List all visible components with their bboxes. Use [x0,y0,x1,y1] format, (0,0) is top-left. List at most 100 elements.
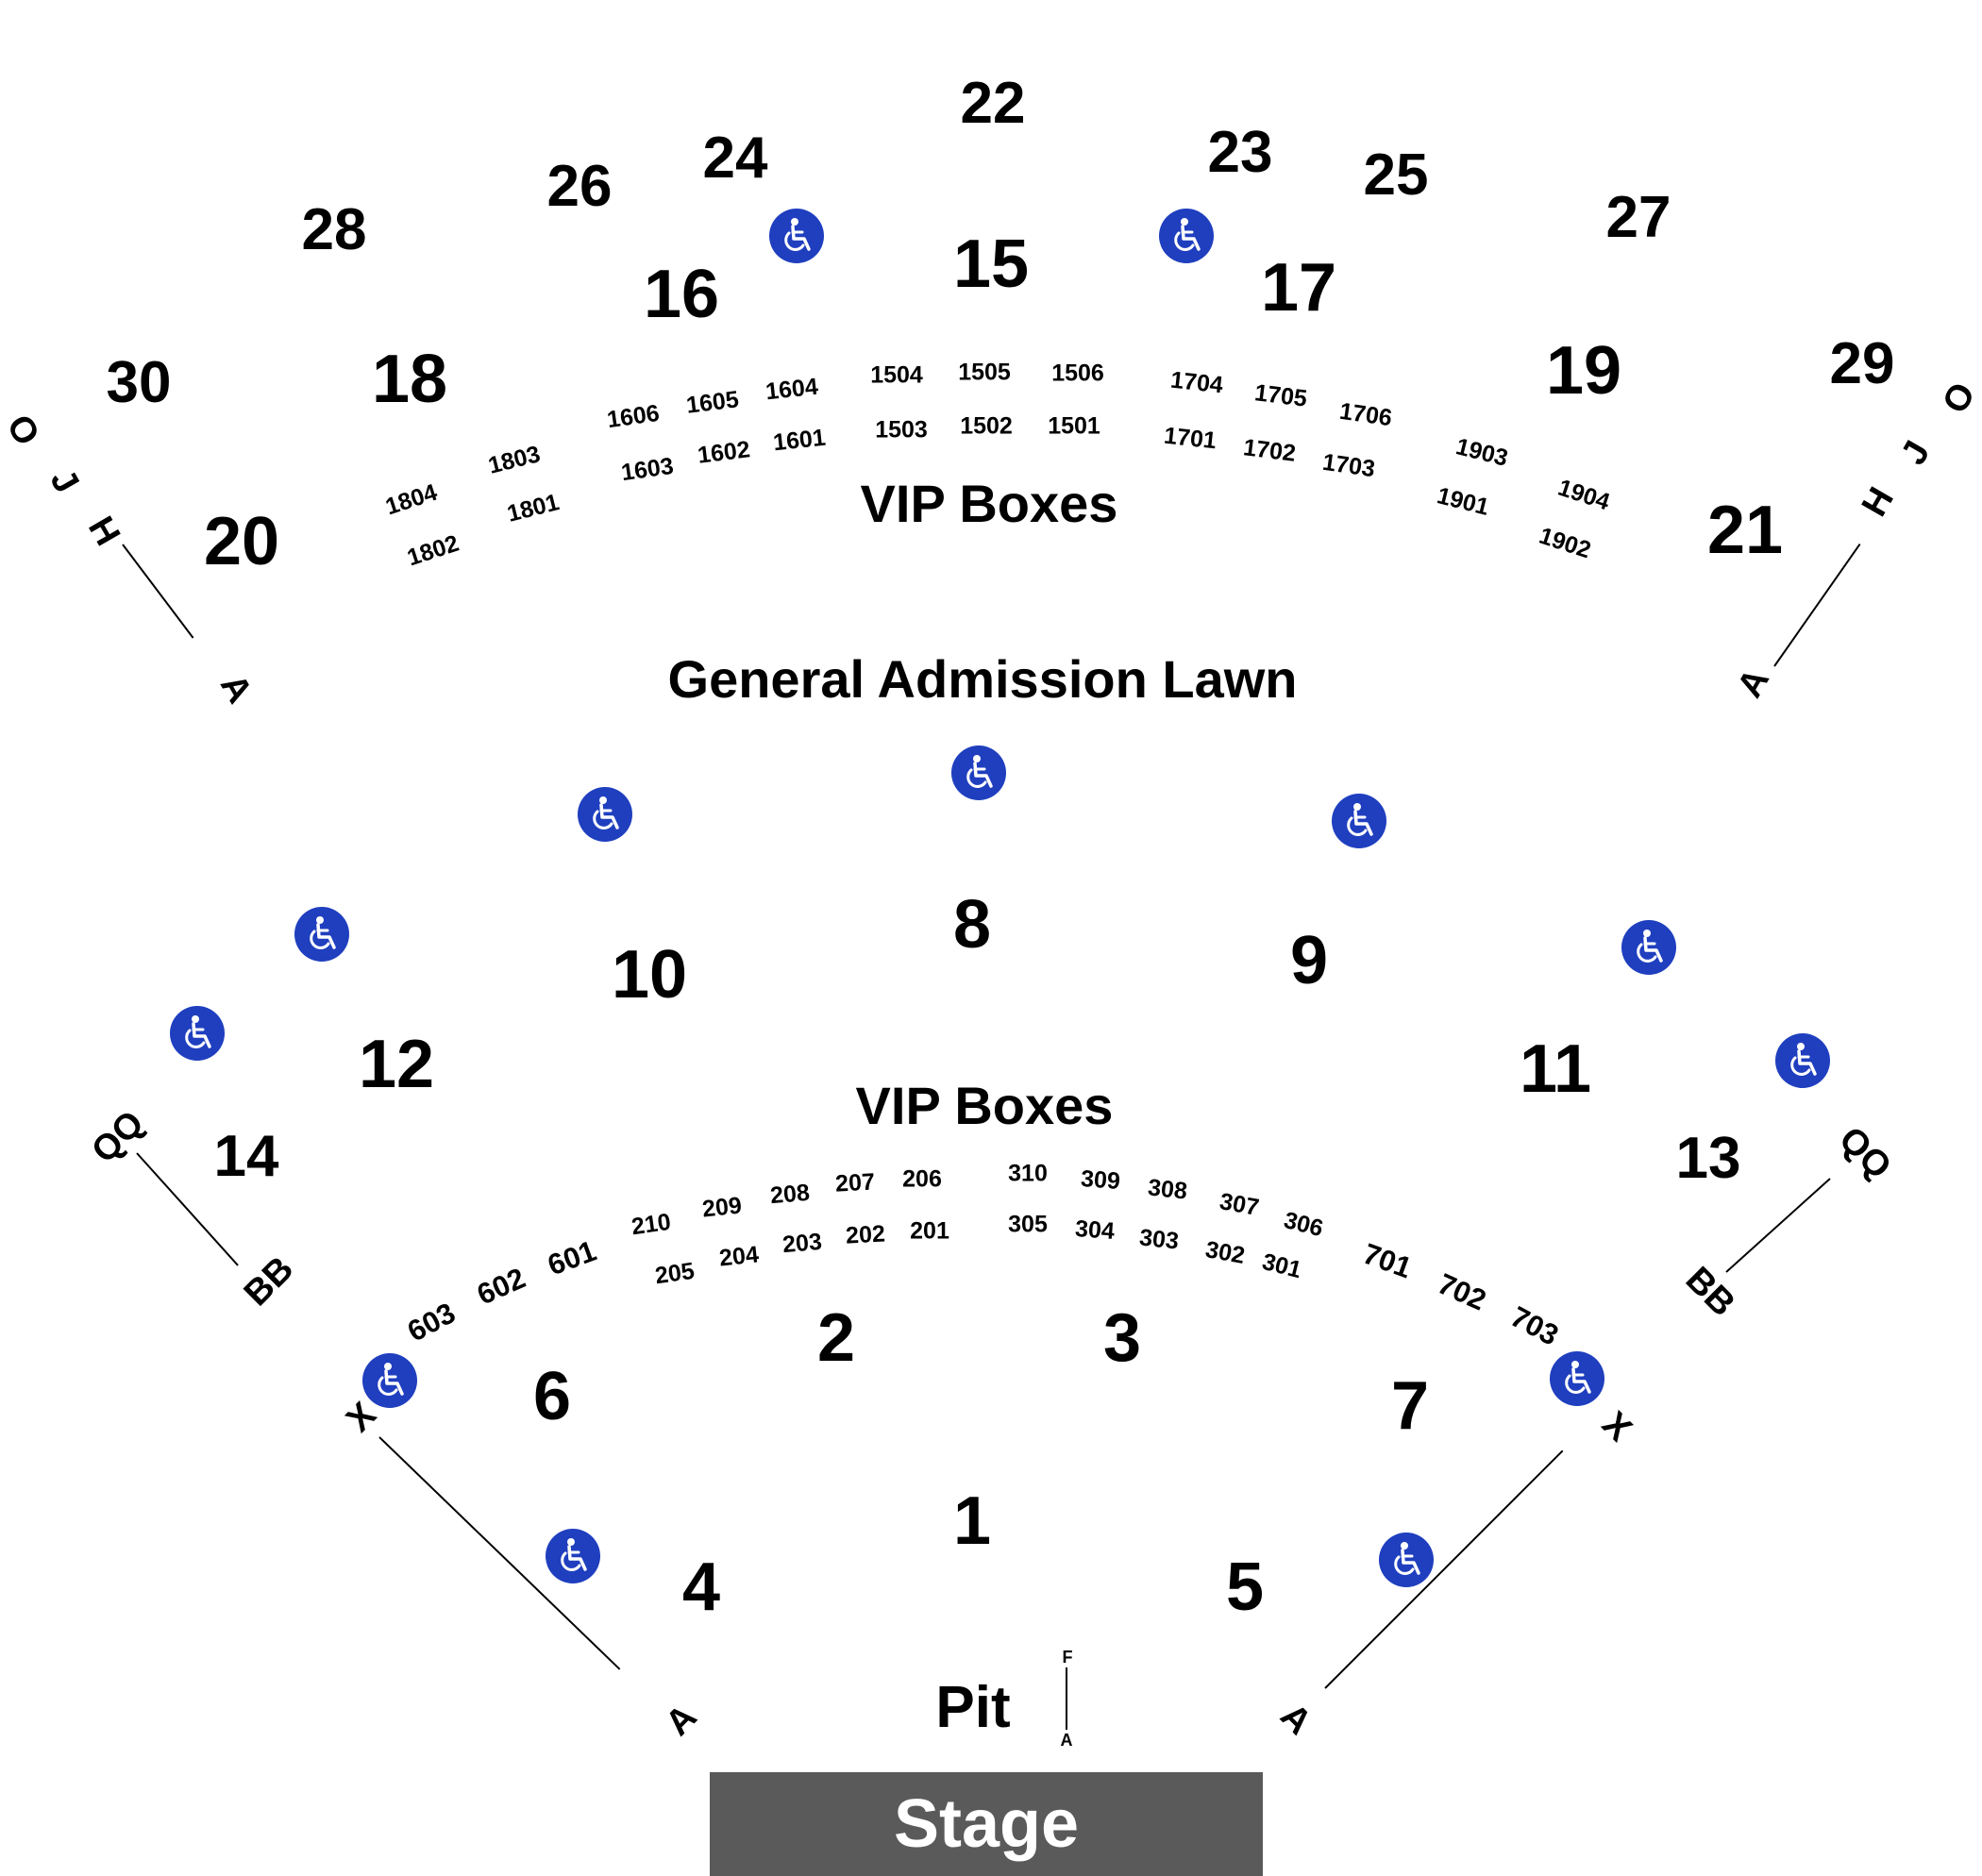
row-label-left-bb: BB [236,1248,302,1315]
vip-box-1605[interactable]: 1605 [684,386,741,419]
vip-box-207[interactable]: 207 [834,1168,876,1198]
wheelchair-icon [951,745,1006,800]
vip-box-603[interactable]: 603 [401,1296,462,1348]
section-23[interactable]: 23 [1207,120,1273,185]
vip-box-1502[interactable]: 1502 [960,412,1013,440]
vip-box-304[interactable]: 304 [1074,1215,1116,1245]
section-16[interactable]: 16 [643,257,720,332]
vip-box-702[interactable]: 702 [1433,1266,1491,1317]
vip-box-1804[interactable]: 1804 [382,478,441,521]
stage-label: Stage [893,1786,1080,1862]
section-19[interactable]: 19 [1545,333,1622,409]
pit-label[interactable]: Pit [935,1675,1011,1740]
vip-box-208[interactable]: 208 [768,1179,811,1210]
general-admission-lawn-label[interactable]: General Admission Lawn [667,649,1298,709]
vip-box-1703[interactable]: 1703 [1320,448,1377,483]
vip-box-310[interactable]: 310 [1008,1160,1048,1187]
section-5[interactable]: 5 [1225,1549,1265,1625]
vip-box-1604[interactable]: 1604 [764,373,820,406]
vip-box-602[interactable]: 602 [472,1261,530,1312]
section-27[interactable]: 27 [1605,185,1671,250]
vip-box-1506[interactable]: 1506 [1051,360,1104,387]
wheelchair-icon [1550,1351,1604,1406]
section-24[interactable]: 24 [702,126,768,191]
row-label-left-a-lower: A [658,1697,705,1744]
vip-box-209[interactable]: 209 [700,1192,744,1223]
row-label-right-x: X [1594,1404,1639,1449]
section-29[interactable]: 29 [1829,331,1895,396]
vip-box-1504[interactable]: 1504 [870,361,923,389]
section-2[interactable]: 2 [816,1300,856,1376]
vip-box-307[interactable]: 307 [1218,1188,1262,1221]
section-1[interactable]: 1 [952,1483,992,1559]
vip-box-305[interactable]: 305 [1008,1211,1048,1238]
section-26[interactable]: 26 [546,154,613,219]
vip-box-206[interactable]: 206 [902,1165,942,1193]
section-28[interactable]: 28 [301,197,367,262]
vip-box-1901[interactable]: 1901 [1434,482,1492,521]
section-15[interactable]: 15 [952,226,1030,302]
section-11[interactable]: 11 [1519,1031,1592,1107]
vip-box-701[interactable]: 701 [1358,1236,1417,1285]
vip-box-1802[interactable]: 1802 [404,529,462,572]
vip-box-1601[interactable]: 1601 [771,424,828,457]
section-7[interactable]: 7 [1390,1368,1430,1444]
vip-box-201[interactable]: 201 [910,1217,949,1245]
wheelchair-icon [362,1353,417,1408]
vip-box-308[interactable]: 308 [1146,1174,1189,1205]
vip-box-1501[interactable]: 1501 [1048,412,1100,440]
vip-box-1701[interactable]: 1701 [1162,422,1218,455]
vip-box-202[interactable]: 202 [845,1220,886,1249]
vip-box-1702[interactable]: 1702 [1241,434,1298,467]
section-9[interactable]: 9 [1289,923,1329,998]
stage: Stage [710,1772,1263,1876]
section-10[interactable]: 10 [611,937,688,1013]
vip-box-1705[interactable]: 1705 [1252,379,1309,412]
vip-box-306[interactable]: 306 [1281,1206,1326,1243]
vip-box-1603[interactable]: 1603 [619,452,676,487]
section-6[interactable]: 6 [532,1359,572,1434]
vip-box-1801[interactable]: 1801 [504,489,563,528]
section-21[interactable]: 21 [1706,493,1784,568]
vip-box-1704[interactable]: 1704 [1168,366,1225,399]
row-label-right-h: H [1854,480,1903,524]
section-12[interactable]: 12 [358,1027,435,1102]
section-20[interactable]: 20 [203,504,280,579]
vip-box-1606[interactable]: 1606 [605,399,662,434]
section-8[interactable]: 8 [952,887,992,963]
vip-box-301[interactable]: 301 [1259,1248,1304,1284]
section-25[interactable]: 25 [1363,142,1429,208]
vip-box-1602[interactable]: 1602 [696,436,752,469]
vip-box-1503[interactable]: 1503 [875,416,928,444]
vip-box-204[interactable]: 204 [717,1241,761,1272]
section-17[interactable]: 17 [1260,250,1337,326]
row-line-left-upper [122,544,194,639]
vip-box-1505[interactable]: 1505 [958,359,1011,386]
section-30[interactable]: 30 [106,350,172,415]
section-14[interactable]: 14 [213,1124,279,1189]
vip-box-303[interactable]: 303 [1137,1224,1181,1255]
vip-box-703[interactable]: 703 [1504,1299,1565,1352]
vip-box-205[interactable]: 205 [653,1257,697,1290]
section-18[interactable]: 18 [371,342,448,417]
vip-box-1902[interactable]: 1902 [1536,522,1594,564]
section-4[interactable]: 4 [681,1549,721,1625]
vip-box-210[interactable]: 210 [630,1208,673,1241]
row-label-right-o: O [1935,376,1982,421]
vip-box-601[interactable]: 601 [543,1233,601,1282]
section-22[interactable]: 22 [960,71,1026,136]
wheelchair-icon [294,907,349,962]
section-13[interactable]: 13 [1675,1126,1741,1191]
vip-box-1803[interactable]: 1803 [485,441,544,479]
row-label-left-j: J [42,462,87,500]
vip-box-302[interactable]: 302 [1203,1236,1248,1269]
vip-box-1706[interactable]: 1706 [1337,397,1394,432]
section-3[interactable]: 3 [1102,1300,1142,1376]
vip-box-1903[interactable]: 1903 [1453,433,1511,472]
vip-box-309[interactable]: 309 [1080,1165,1121,1195]
row-line-right-upper [1773,544,1861,667]
wheelchair-icon [1379,1533,1434,1587]
vip-box-1904[interactable]: 1904 [1554,474,1613,516]
vip-box-203[interactable]: 203 [781,1228,823,1259]
